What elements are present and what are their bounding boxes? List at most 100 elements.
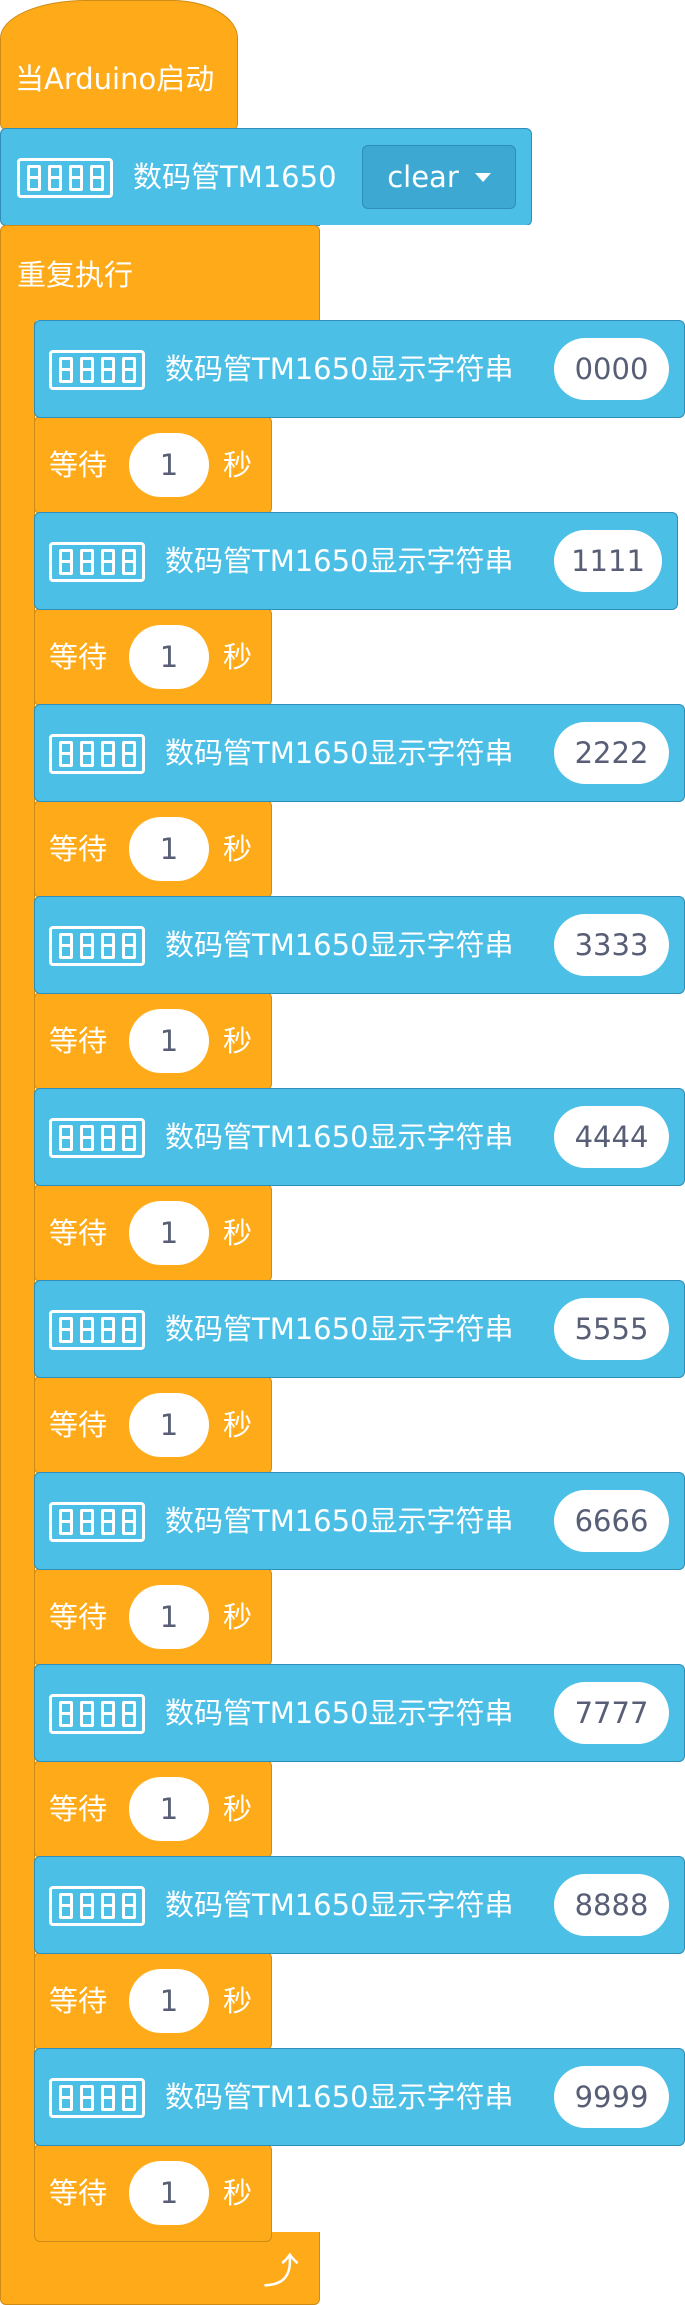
seconds-input[interactable]: 1: [129, 625, 209, 689]
string-input-value: 3333: [574, 927, 649, 962]
chevron-down-icon: [474, 172, 491, 182]
seconds-input-value: 1: [159, 1983, 179, 2018]
seconds-input[interactable]: 1: [129, 433, 209, 497]
display-label: 数码管TM1650显示字符串: [165, 1504, 514, 1538]
wait-label: 等待: [49, 1792, 108, 1826]
display-label: 数码管TM1650显示字符串: [165, 544, 514, 578]
seconds-input[interactable]: 1: [129, 1777, 209, 1841]
wait-label: 等待: [49, 1984, 108, 2018]
seconds-input[interactable]: 1: [129, 1585, 209, 1649]
seconds-input[interactable]: 1: [129, 1009, 209, 1073]
seconds-unit-label: 秒: [223, 448, 253, 482]
wait-block[interactable]: 等待 1 秒: [34, 1760, 272, 1858]
mode-dropdown-value: clear: [387, 160, 459, 194]
string-input[interactable]: 6666: [554, 1490, 669, 1552]
tm1650-init-block[interactable]: 数码管TM1650 clear: [0, 128, 532, 226]
seven-segment-icon: [49, 1886, 145, 1926]
string-input-value: 0000: [574, 351, 649, 386]
wait-block[interactable]: 等待 1 秒: [34, 608, 272, 706]
wait-block[interactable]: 等待 1 秒: [34, 992, 272, 1090]
wait-label: 等待: [49, 2176, 108, 2210]
wait-block[interactable]: 等待 1 秒: [34, 2144, 272, 2242]
display-string-block[interactable]: 数码管TM1650显示字符串 5555: [34, 1280, 685, 1378]
string-input[interactable]: 1111: [554, 530, 662, 592]
seconds-input-value: 1: [159, 1599, 179, 1634]
display-string-block[interactable]: 数码管TM1650显示字符串 1111: [34, 512, 678, 610]
string-input[interactable]: 9999: [554, 2066, 669, 2128]
seven-segment-icon: [49, 1694, 145, 1734]
seconds-input[interactable]: 1: [129, 1201, 209, 1265]
display-label: 数码管TM1650显示字符串: [165, 352, 514, 386]
string-input-value: 5555: [574, 1311, 649, 1346]
init-label: 数码管TM1650: [133, 160, 337, 194]
seconds-unit-label: 秒: [223, 2176, 253, 2210]
seven-segment-icon: [49, 926, 145, 966]
seconds-input[interactable]: 1: [129, 2161, 209, 2225]
seven-segment-icon: [49, 1118, 145, 1158]
seconds-unit-label: 秒: [223, 1024, 253, 1058]
string-input[interactable]: 8888: [554, 1874, 669, 1936]
seconds-unit-label: 秒: [223, 1792, 253, 1826]
wait-label: 等待: [49, 1408, 108, 1442]
string-input[interactable]: 4444: [554, 1106, 669, 1168]
repeat-arrow-icon: ⤴: [263, 2251, 300, 2292]
when-arduino-starts-block[interactable]: 当Arduino启动: [0, 0, 238, 130]
wait-block[interactable]: 等待 1 秒: [34, 1376, 272, 1474]
string-input-value: 6666: [574, 1503, 649, 1538]
seconds-unit-label: 秒: [223, 1408, 253, 1442]
seconds-unit-label: 秒: [223, 1600, 253, 1634]
seconds-unit-label: 秒: [223, 832, 253, 866]
seconds-unit-label: 秒: [223, 1216, 253, 1250]
seconds-input[interactable]: 1: [129, 817, 209, 881]
display-string-block[interactable]: 数码管TM1650显示字符串 2222: [34, 704, 685, 802]
display-label: 数码管TM1650显示字符串: [165, 1120, 514, 1154]
seven-segment-icon: [49, 1502, 145, 1542]
display-string-block[interactable]: 数码管TM1650显示字符串 8888: [34, 1856, 685, 1954]
wait-block[interactable]: 等待 1 秒: [34, 1184, 272, 1282]
mode-dropdown[interactable]: clear: [362, 145, 516, 209]
string-input[interactable]: 7777: [554, 1682, 669, 1744]
wait-label: 等待: [49, 448, 108, 482]
wait-label: 等待: [49, 1024, 108, 1058]
display-string-block[interactable]: 数码管TM1650显示字符串 6666: [34, 1472, 685, 1570]
seconds-input-value: 1: [159, 639, 179, 674]
loop-label: 重复执行: [17, 258, 134, 292]
seconds-input-value: 1: [159, 831, 179, 866]
display-string-block[interactable]: 数码管TM1650显示字符串 3333: [34, 896, 685, 994]
wait-block[interactable]: 等待 1 秒: [34, 1952, 272, 2050]
display-label: 数码管TM1650显示字符串: [165, 736, 514, 770]
string-input-value: 8888: [574, 1887, 649, 1922]
wait-label: 等待: [49, 1600, 108, 1634]
display-string-block[interactable]: 数码管TM1650显示字符串 4444: [34, 1088, 685, 1186]
seconds-input[interactable]: 1: [129, 1969, 209, 2033]
wait-label: 等待: [49, 640, 108, 674]
seven-segment-icon: [49, 1310, 145, 1350]
string-input-value: 7777: [574, 1695, 649, 1730]
seconds-input-value: 1: [159, 1407, 179, 1442]
string-input[interactable]: 5555: [554, 1298, 669, 1360]
string-input-value: 4444: [574, 1119, 649, 1154]
display-label: 数码管TM1650显示字符串: [165, 1888, 514, 1922]
display-string-block[interactable]: 数码管TM1650显示字符串 7777: [34, 1664, 685, 1762]
display-string-block[interactable]: 数码管TM1650显示字符串 0000: [34, 320, 685, 418]
string-input[interactable]: 2222: [554, 722, 669, 784]
seconds-input[interactable]: 1: [129, 1393, 209, 1457]
display-label: 数码管TM1650显示字符串: [165, 1312, 514, 1346]
seconds-input-value: 1: [159, 447, 179, 482]
hat-label: 当Arduino启动: [15, 62, 215, 96]
wait-label: 等待: [49, 1216, 108, 1250]
wait-block[interactable]: 等待 1 秒: [34, 416, 272, 514]
display-label: 数码管TM1650显示字符串: [165, 928, 514, 962]
string-input[interactable]: 3333: [554, 914, 669, 976]
wait-block[interactable]: 等待 1 秒: [34, 800, 272, 898]
seven-segment-icon: [17, 158, 113, 198]
wait-block[interactable]: 等待 1 秒: [34, 1568, 272, 1666]
seconds-unit-label: 秒: [223, 1984, 253, 2018]
display-string-block[interactable]: 数码管TM1650显示字符串 9999: [34, 2048, 685, 2146]
display-label: 数码管TM1650显示字符串: [165, 1696, 514, 1730]
string-input-value: 1111: [571, 543, 645, 578]
wait-label: 等待: [49, 832, 108, 866]
string-input-value: 2222: [574, 735, 649, 770]
string-input[interactable]: 0000: [554, 338, 669, 400]
seconds-input-value: 1: [159, 2175, 179, 2210]
